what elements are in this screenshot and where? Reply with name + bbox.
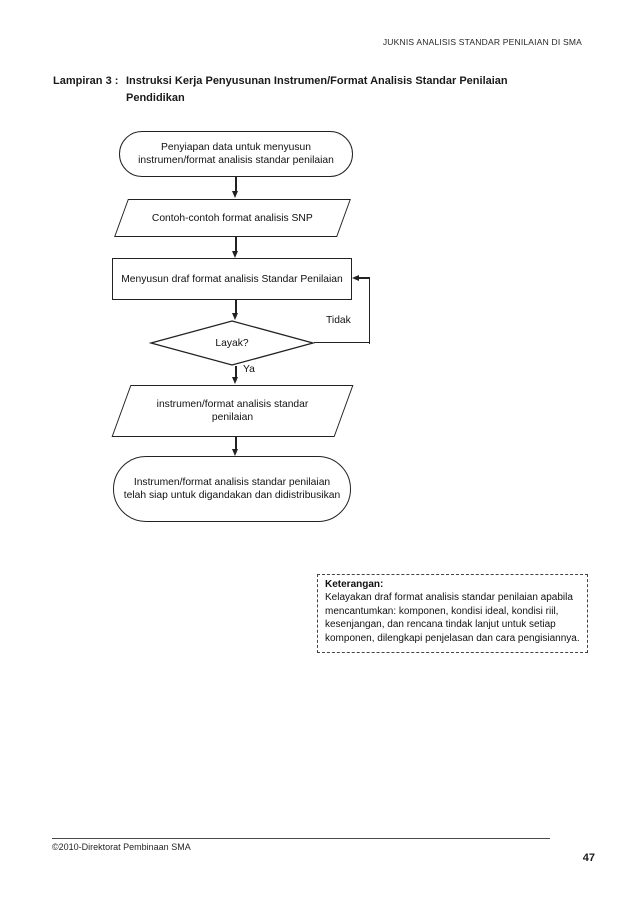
decision-label: Layak? (215, 337, 249, 349)
title-line-2: Pendidikan (126, 92, 185, 104)
page-number: 47 (582, 852, 595, 864)
lampiran-title-text: Instruksi Kerja Penyusunan Instrumen/For… (126, 73, 508, 107)
footer-rule (52, 838, 550, 840)
connector-output-to-end (235, 437, 237, 450)
decision-branch-no-label: Tidak (326, 315, 351, 326)
input-contoh-label: Contoh-contoh format analisis SNP (152, 212, 313, 224)
keterangan-title: Keterangan: (325, 579, 384, 590)
arrowhead-down-icon (232, 449, 239, 456)
keterangan-body: Kelayakan draf format analisis standar p… (325, 592, 580, 644)
start-line-2: instrumen/format analisis standar penila… (138, 155, 334, 166)
lampiran-title: Lampiran 3 : Instruksi Kerja Penyusunan … (53, 73, 508, 107)
connector-input-to-process (235, 237, 237, 252)
title-line-1: Instruksi Kerja Penyusunan Instrumen/For… (126, 75, 508, 87)
flowchart-output-parallelogram: instrumen/format analisis standar penila… (111, 385, 354, 437)
arrowhead-left-icon (352, 274, 359, 281)
lampiran-label: Lampiran 3 : (53, 75, 119, 87)
connector-process-to-decision (235, 300, 237, 314)
footer-copyright: ©2010-Direktorat Pembinaan SMA (52, 842, 191, 852)
arrowhead-down-icon (232, 191, 239, 198)
start-line-1: Penyiapan data untuk menyusun (161, 142, 311, 153)
connector-no-vertical (368, 278, 370, 344)
flowchart-start-terminator: Penyiapan data untuk menyusun instrumen/… (119, 131, 353, 177)
flowchart-end-terminator: Instrumen/format analisis standar penila… (113, 456, 351, 522)
connector-no-return (359, 277, 370, 279)
arrowhead-down-icon (232, 251, 239, 258)
connector-start-to-input (235, 177, 237, 192)
page-header: JUKNIS ANALISIS STANDAR PENILAIAN DI SMA (382, 37, 582, 47)
end-line-2: telah siap untuk digandakan dan didistri… (123, 490, 341, 501)
arrowhead-down-icon (232, 377, 239, 384)
output-line-1: instrumen/format analisis standar (156, 399, 309, 410)
output-line-2: penilaian (211, 412, 254, 423)
flowchart-input-contoh-parallelogram: Contoh-contoh format analisis SNP (114, 199, 351, 237)
decision-branch-yes-label: Ya (243, 364, 255, 375)
connector-no-horizontal (314, 342, 370, 344)
connector-decision-to-output (235, 366, 237, 378)
arrowhead-down-icon (232, 313, 239, 320)
process-label: Menyusun draf format analisis Standar Pe… (121, 273, 343, 285)
end-line-1: Instrumen/format analisis standar penila… (133, 477, 331, 488)
flowchart-decision-diamond: Layak? (149, 320, 315, 366)
keterangan-note-box: Keterangan: Kelayakan draf format analis… (317, 574, 588, 654)
flowchart-process-rectangle: Menyusun draf format analisis Standar Pe… (112, 258, 352, 300)
decision-diamond-shape (149, 320, 315, 366)
